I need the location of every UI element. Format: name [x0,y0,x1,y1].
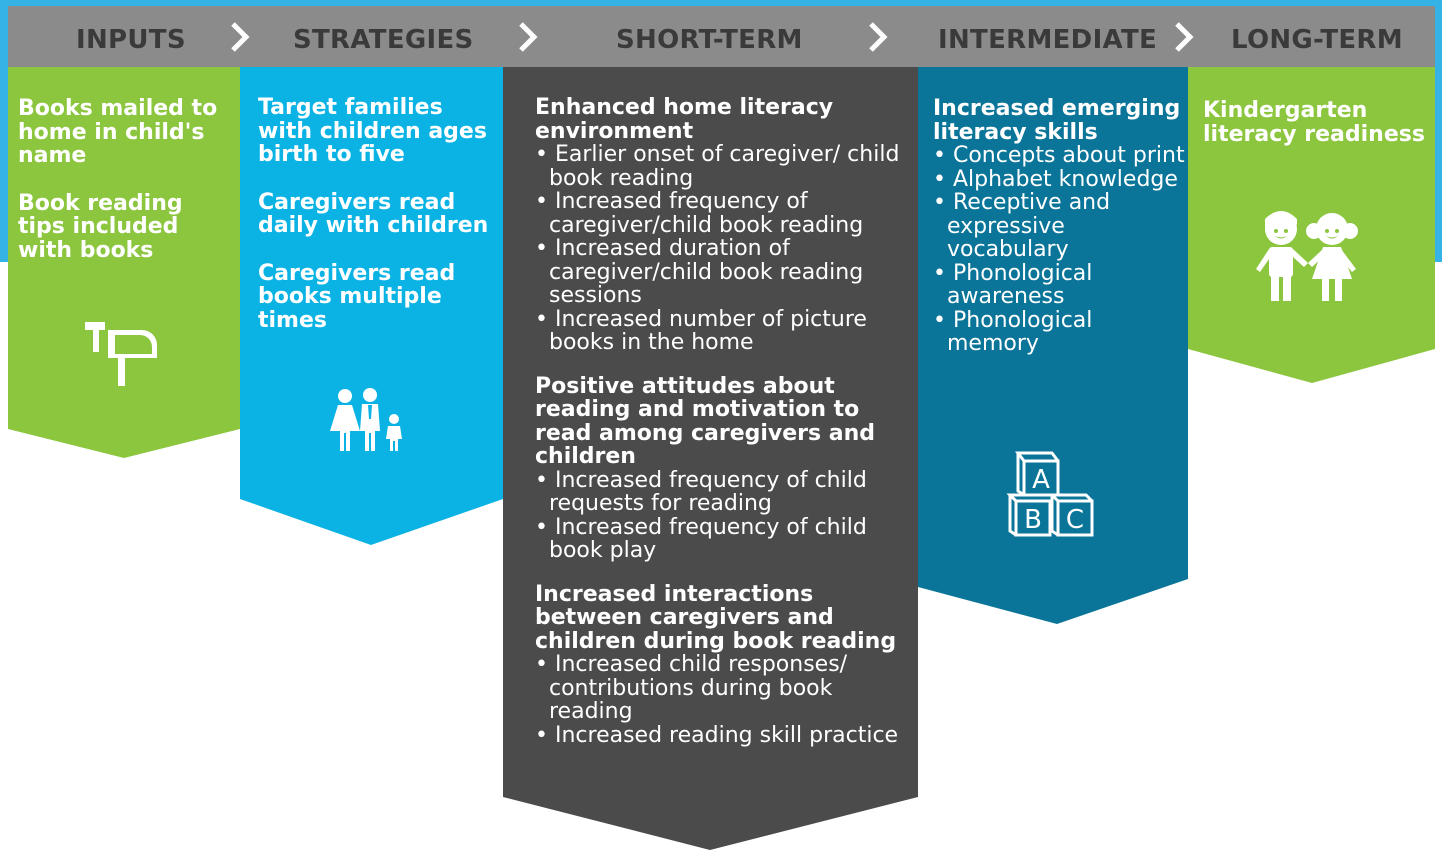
short-term-bullet: • Increased frequency of caregiver/child… [535,189,864,238]
header-inputs: INPUTS [76,25,186,55]
chevron-right-icon [1175,22,1194,52]
intermediate-heading: Increased emerging literacy skills [933,96,1181,145]
short-term-heading: Increased interactions between caregiver… [535,581,897,654]
strategies-panel [240,67,503,545]
long-term-heading: Kindergarten literacy readiness [1203,98,1425,147]
intermediate-bullet: • Alphabet knowledge [933,166,1178,192]
short-term-bullet: • Increased frequency of child requests … [535,467,867,516]
short-term-bullet: • Increased child responses/ contributio… [535,652,848,724]
short-term-bullet: • Increased frequency of child book play [535,514,867,563]
header-short-term: SHORT-TERM [616,25,803,55]
inputs-panel [8,67,240,458]
short-term-bullet: • Increased reading skill practice [535,722,899,748]
block-letter: C [1066,505,1084,535]
short-term-panel [503,67,918,850]
inputs-item: Books mailed to home in child's name [18,96,218,168]
inputs-item: Book reading tips included with books [18,190,183,263]
intermediate-bullet: • Phonological memory [933,307,1093,356]
short-term-heading: Enhanced home literacy environment [535,95,834,144]
family-icon [330,388,402,451]
mailbox-icon [85,322,157,386]
children-icon [1256,211,1358,301]
chevron-right-icon [231,22,250,52]
block-letter: A [1032,465,1050,495]
chevron-right-icon [519,22,538,52]
short-term-bullet: • Earlier onset of caregiver/ child book… [535,142,900,191]
header-intermediate: INTERMEDIATE [938,25,1158,55]
strategies-item: Caregivers read books multiple times [258,260,456,333]
strategies-item: Caregivers read daily with children [258,189,489,238]
short-term-heading: Positive attitudes about reading and mot… [535,373,876,469]
short-term-bullet: • Increased number of picture books in t… [535,306,867,355]
strategies-item: Target families with children ages birth… [258,95,487,167]
header-long-term: LONG-TERM [1231,25,1403,55]
intermediate-bullet: • Receptive and expressive vocabulary [933,190,1111,262]
chevron-right-icon [869,22,888,52]
intermediate-bullet: • Phonological awareness [933,260,1093,309]
abc-blocks-icon: A B C [1006,451,1094,537]
intermediate-bullet: • Concepts about print [933,143,1185,168]
short-term-bullet: • Increased duration of caregiver/child … [535,236,864,308]
block-letter: B [1024,505,1042,535]
header-strategies: STRATEGIES [293,25,474,55]
intermediate-panel [918,67,1188,624]
